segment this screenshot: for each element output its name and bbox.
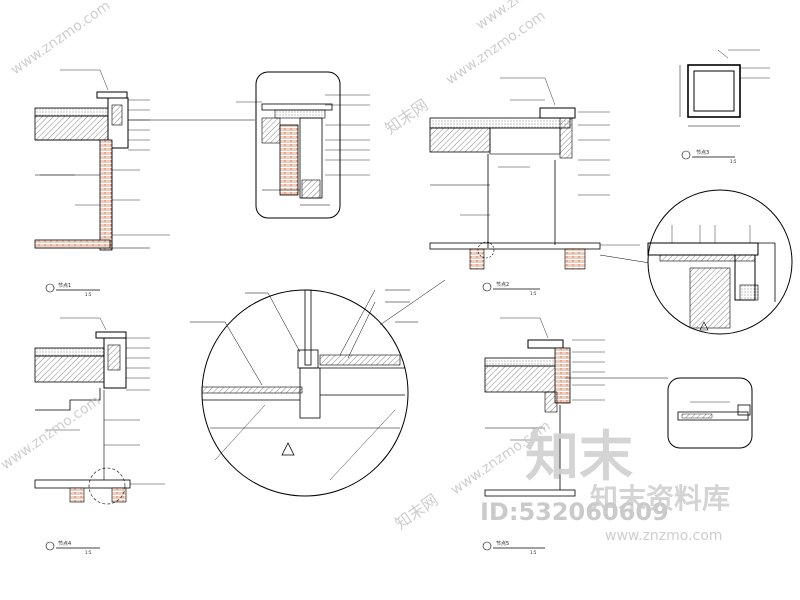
detail-1-title: 节点1	[58, 283, 71, 289]
watermark-library: 知末资料库	[590, 482, 730, 515]
detail-4-title: 节点4	[58, 541, 71, 547]
detail-3-section: 节点3 1:5	[679, 49, 770, 164]
watermark-logo: 知末	[525, 425, 633, 488]
detail-5-enlargement	[667, 377, 753, 449]
detail-4-section: 节点4 1:5	[34, 317, 165, 555]
detail-3-title: 节点3	[696, 150, 709, 156]
detail-4-magnifier	[190, 279, 446, 497]
detail-5-scale: 1:5	[530, 550, 537, 555]
detail-2-title: 节点2	[496, 282, 509, 288]
watermark-url-4: www.znzmo.com	[0, 393, 103, 473]
watermark-url-1: www.znzmo.com	[8, 0, 113, 78]
detail-1-scale: 1:5	[85, 292, 92, 297]
watermark-id: ID:532060609	[480, 498, 669, 526]
detail-2-magnifier	[647, 189, 793, 335]
watermark-brand-1: 知末网	[381, 95, 431, 138]
detail-5-section: 节点5 1:5	[482, 317, 668, 555]
detail-2-section: 节点2 1:5	[429, 77, 651, 296]
detail-3-scale: 1:5	[730, 159, 737, 164]
detail-5-title: 节点5	[496, 541, 509, 547]
detail-4-scale: 1:5	[85, 550, 92, 555]
watermark-brand-2: 知末网	[391, 490, 441, 533]
detail-2-scale: 1:5	[530, 291, 537, 296]
detail-1-enlargement	[236, 71, 370, 219]
watermark-url-bottom: www.znzmo.com	[605, 528, 722, 544]
detail-1-section: 节点1 1:5	[34, 69, 255, 297]
